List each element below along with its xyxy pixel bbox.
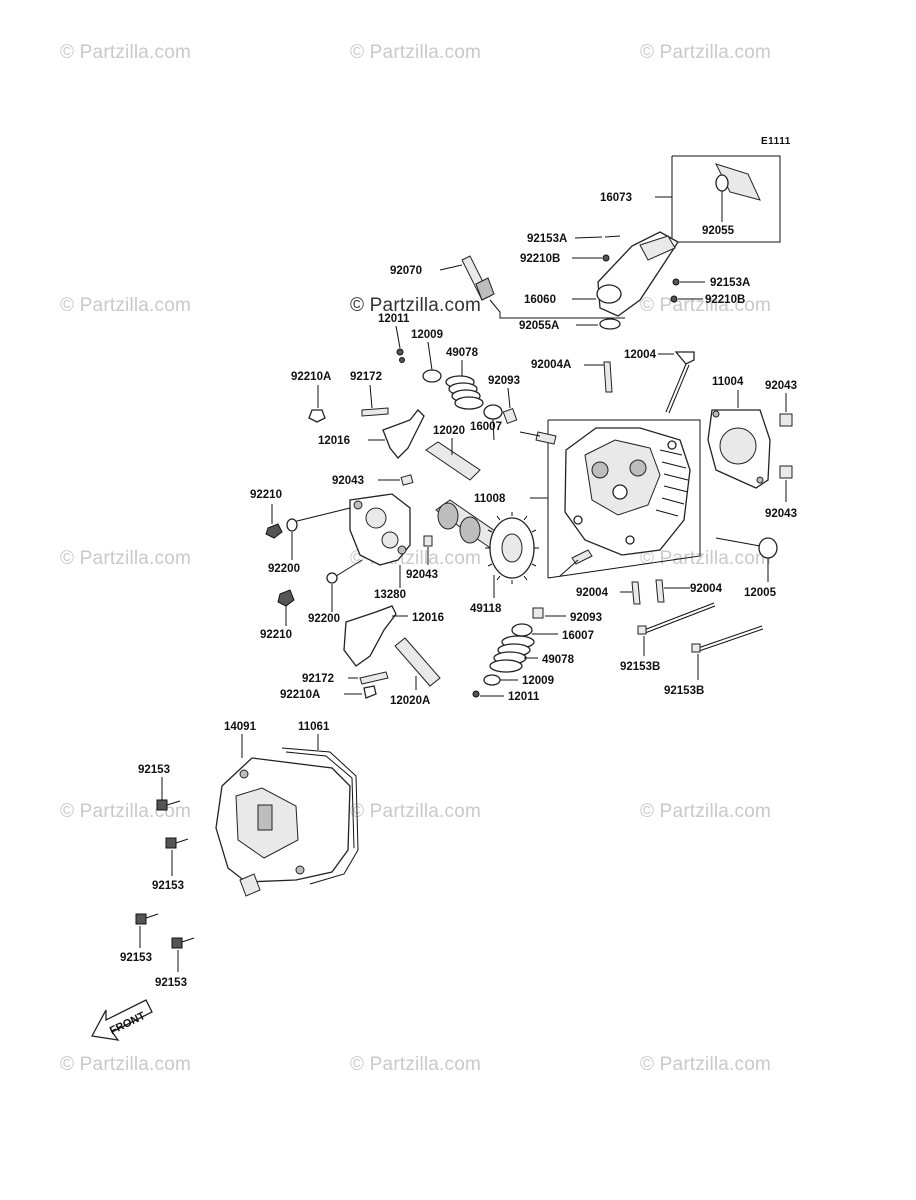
watermark: © Partzilla.com xyxy=(640,1054,772,1075)
part-label[interactable]: 14091 xyxy=(224,721,257,733)
part-label[interactable]: 92210A xyxy=(291,371,331,383)
part-label[interactable]: 92004 xyxy=(576,587,609,599)
part-label[interactable]: 92043 xyxy=(406,569,438,581)
watermark: © Partzilla.com xyxy=(640,42,772,63)
watermark: © Partzilla.com xyxy=(60,1054,192,1075)
part-label[interactable]: 49078 xyxy=(446,347,479,359)
part-label[interactable]: 12020A xyxy=(390,695,430,707)
watermark: © Partzilla.com xyxy=(350,42,482,63)
part-label[interactable]: 92153 xyxy=(155,977,187,989)
rocker-arm-group: 92210A 92172 12016 12020 xyxy=(291,371,481,481)
spark-plug-group: 92070 xyxy=(390,255,625,319)
part-label[interactable]: 92055A xyxy=(519,320,559,332)
reed-cover-group: 16073 92055 xyxy=(600,155,781,243)
intake-pipe-group: 92153A 92210B 92153A 16060 92210B 92055A xyxy=(519,231,750,332)
head-cover-group: 14091 11061 xyxy=(215,721,359,897)
part-label[interactable]: 16007 xyxy=(562,630,594,642)
part-label[interactable]: 92153 xyxy=(152,880,184,892)
cylinder-head-group: 11008 xyxy=(474,419,701,579)
part-label[interactable]: 11061 xyxy=(298,721,330,733)
stud-bolt-group: 92153B 92153B xyxy=(620,602,764,697)
part-label[interactable]: 92210B xyxy=(705,294,745,306)
valve-guides-group: 92004A 12004 11004 92043 92043 12005 9 xyxy=(531,349,797,605)
part-label[interactable]: 92153A xyxy=(710,277,750,289)
part-label[interactable]: 92200 xyxy=(308,613,340,625)
part-label[interactable]: 92153 xyxy=(120,952,152,964)
lower-rocker-arm-group: 12016 12020A 92172 92210A xyxy=(280,605,444,707)
watermark: © Partzilla.com xyxy=(350,1054,482,1075)
part-label[interactable]: 12005 xyxy=(744,587,777,599)
diagram-id: E1111 xyxy=(761,136,791,147)
part-label[interactable]: 12020 xyxy=(433,425,465,437)
part-label[interactable]: 92210 xyxy=(260,629,292,641)
part-label[interactable]: 92172 xyxy=(302,673,334,685)
part-label[interactable]: 92004A xyxy=(531,359,571,371)
part-label[interactable]: 11008 xyxy=(474,493,506,505)
watermark: © Partzilla.com xyxy=(60,548,192,569)
part-label[interactable]: 11004 xyxy=(712,376,744,388)
watermark: © Partzilla.com xyxy=(60,42,192,63)
watermark: © Partzilla.com xyxy=(640,548,772,569)
part-label[interactable]: 16007 xyxy=(470,421,502,433)
part-label[interactable]: 92153B xyxy=(664,685,704,697)
part-label[interactable]: 12011 xyxy=(378,313,410,325)
part-label[interactable]: 92043 xyxy=(332,475,364,487)
part-label[interactable]: 92043 xyxy=(765,508,797,520)
watermark: © Partzilla.com xyxy=(60,295,192,316)
part-label[interactable]: 92043 xyxy=(765,380,797,392)
part-label[interactable]: 12009 xyxy=(522,675,554,687)
upper-valve-spring-group: 12011 12009 49078 92093 16007 xyxy=(378,313,520,441)
part-label[interactable]: 13280 xyxy=(374,589,406,601)
valve-spring xyxy=(489,635,535,673)
watermark: © Partzilla.com xyxy=(640,801,772,822)
part-label[interactable]: 12009 xyxy=(411,329,443,341)
sprocket-teeth xyxy=(485,512,539,584)
part-label[interactable]: 12016 xyxy=(318,435,350,447)
part-label[interactable]: 92153 xyxy=(138,764,170,776)
part-label[interactable]: 92004 xyxy=(690,583,723,595)
part-label[interactable]: 16060 xyxy=(524,294,556,306)
part-label[interactable]: 92210A xyxy=(280,689,320,701)
part-label[interactable]: 12011 xyxy=(508,691,540,703)
part-label[interactable]: 49118 xyxy=(470,603,502,615)
lower-valve-spring-group: 92093 16007 49078 12009 12011 xyxy=(472,607,602,703)
part-label[interactable]: 92093 xyxy=(488,375,520,387)
part-label[interactable]: 92172 xyxy=(350,371,382,383)
part-label[interactable]: 92210B xyxy=(520,253,560,265)
part-label[interactable]: 92153B xyxy=(620,661,660,673)
part-label[interactable]: 16073 xyxy=(600,192,632,204)
part-label[interactable]: 12016 xyxy=(412,612,444,624)
watermark: © Partzilla.com xyxy=(350,295,482,316)
camshaft-group: 49118 92043 xyxy=(406,499,539,615)
camshaft-holder-group: 92043 13280 92210 92200 92200 92210 xyxy=(250,474,414,641)
part-label[interactable]: 92200 xyxy=(268,563,300,575)
part-label[interactable]: 49078 xyxy=(542,654,575,666)
watermark: © Partzilla.com xyxy=(350,801,482,822)
part-label[interactable]: 92210 xyxy=(250,489,282,501)
part-label[interactable]: 12004 xyxy=(624,349,657,361)
part-label[interactable]: 92153A xyxy=(527,233,567,245)
part-label[interactable]: 92055 xyxy=(702,225,735,237)
front-direction-arrow: FRONT xyxy=(90,999,153,1041)
part-label[interactable]: 92070 xyxy=(390,265,422,277)
cover-bolts-group: 92153 92153 92153 92153 xyxy=(120,764,195,989)
valve-spring xyxy=(445,375,484,410)
part-label[interactable]: 92093 xyxy=(570,612,602,624)
